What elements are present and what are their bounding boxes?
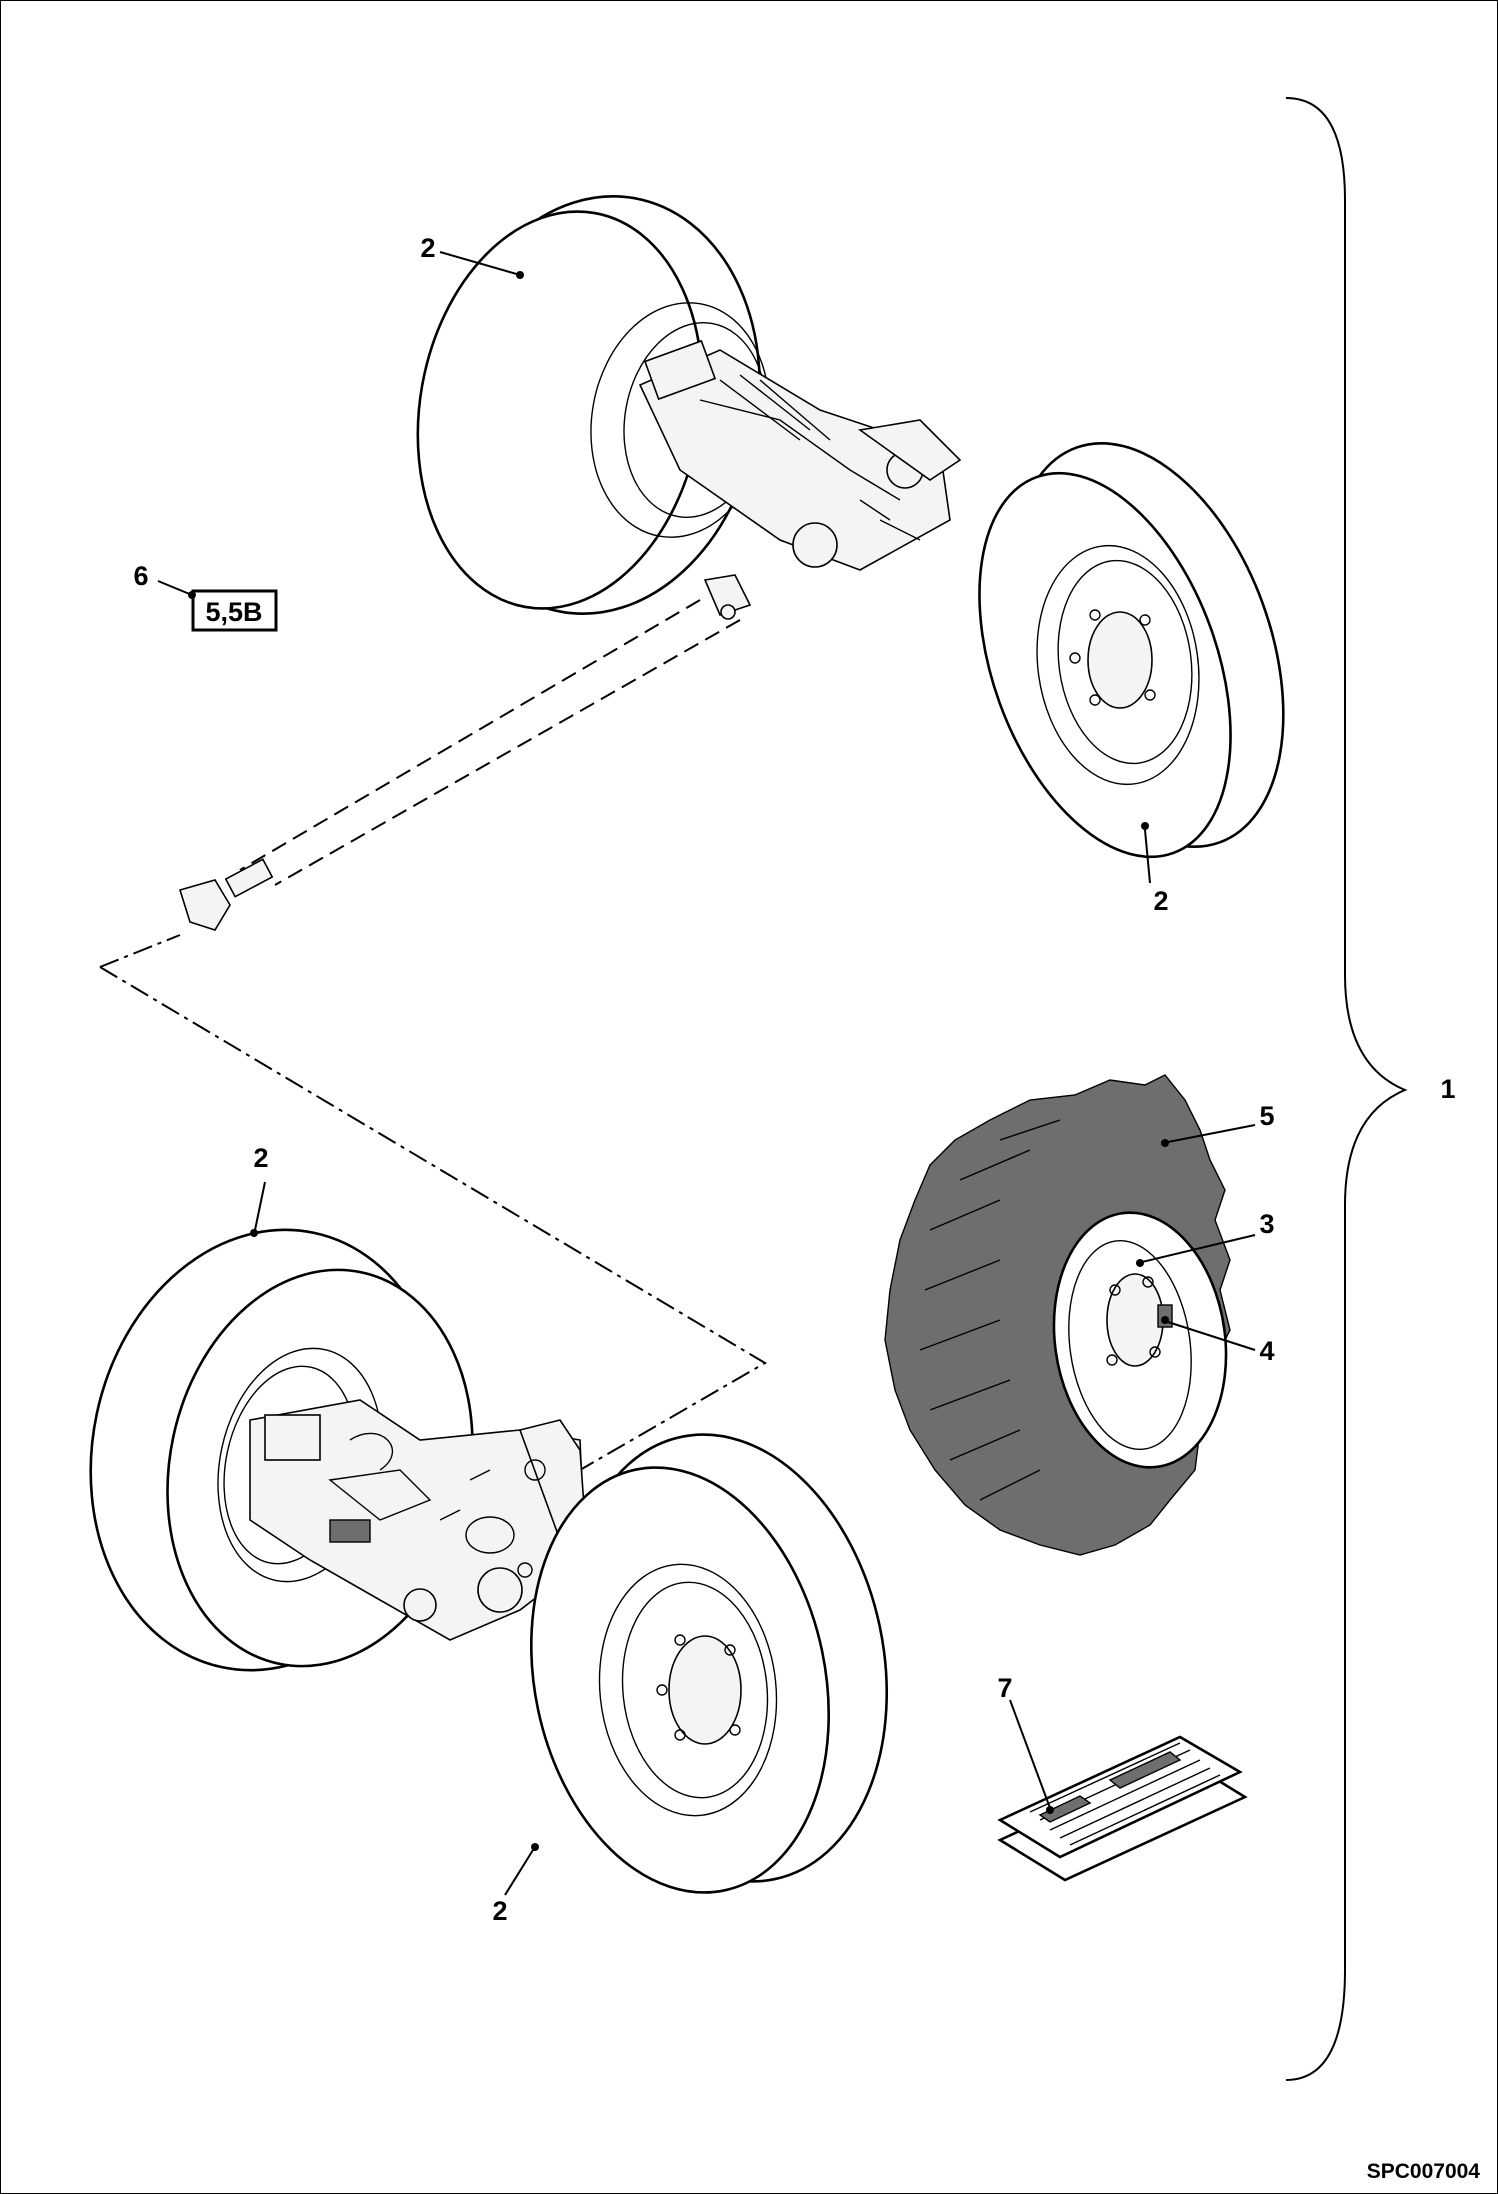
rear-right-wheel (978, 442, 1285, 859)
callout-2-front-right: 2 (492, 1896, 507, 1926)
drawing-code: SPC007004 (1367, 2160, 1481, 2183)
callout-4: 4 (1259, 1336, 1274, 1366)
documentation-sheets (997, 1735, 1248, 1882)
callout-6: 6 (133, 561, 148, 591)
callout-2-front-left: 2 (253, 1143, 268, 1173)
rear-axle-assembly (416, 195, 1285, 859)
reference-box (191, 589, 278, 632)
dash-dot-link (99, 934, 767, 1471)
rear-left-wheel (416, 195, 770, 615)
front-axle-assembly (89, 1228, 889, 1894)
callout-7: 7 (997, 1673, 1012, 1703)
tire-with-tread (884, 1074, 1231, 1556)
callout-3: 3 (1259, 1209, 1274, 1239)
leader-lines (157, 251, 1256, 1896)
callout-1: 1 (1440, 1074, 1455, 1104)
group-bracket (1285, 97, 1408, 2081)
reference-box-label: 5,5B (205, 597, 262, 627)
drive-shaft (178, 574, 752, 931)
front-right-wheel (529, 1433, 889, 1894)
front-axle-housing (249, 1399, 586, 1641)
callout-2-rear-left: 2 (420, 233, 435, 263)
callout-2-rear-right: 2 (1153, 886, 1168, 916)
rear-axle-housing (638, 339, 962, 571)
callout-5: 5 (1259, 1101, 1274, 1131)
